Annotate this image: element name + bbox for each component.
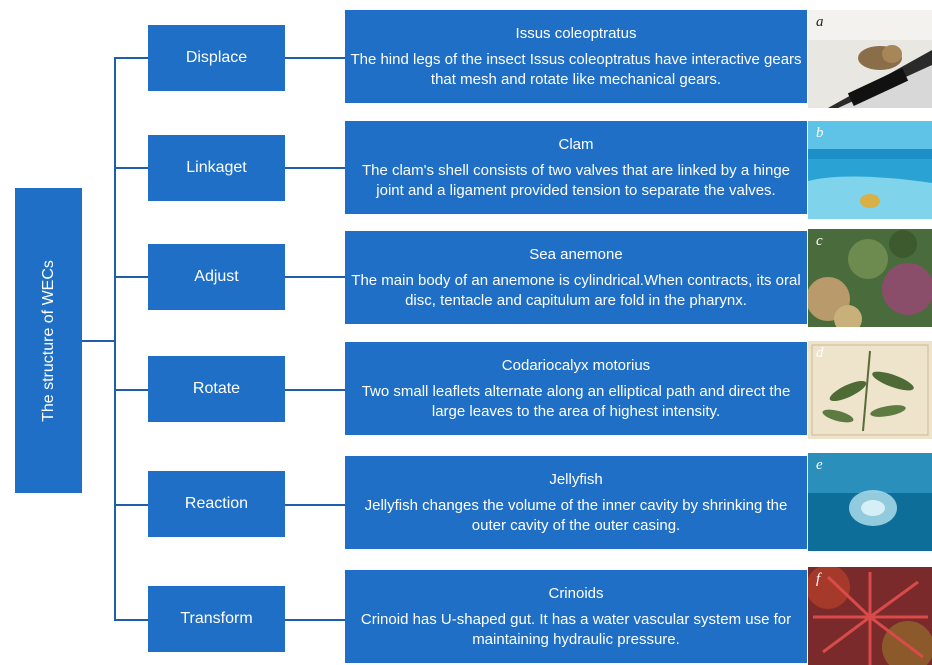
leaf-connector — [285, 167, 345, 169]
description-title: Clam — [558, 135, 594, 153]
description-issus: Issus coleoptratus The hind legs of the … — [345, 10, 807, 103]
insect-gear-photo-icon: a — [808, 10, 932, 108]
category-label: Linkaget — [186, 159, 247, 176]
description-text: Jellyfish changes the volume of the inne… — [364, 496, 788, 534]
root-label: The structure of WECs — [39, 259, 57, 422]
description-crinoids: Crinoids Crinoid has U-shaped gut. It ha… — [345, 570, 807, 663]
branch-line — [114, 276, 148, 278]
clam-photo-icon: b — [808, 121, 932, 219]
crinoid-photo-icon: f — [808, 567, 932, 665]
photo-letter: a — [816, 14, 824, 30]
branch-line — [114, 389, 148, 391]
description-text: Crinoid has U-shaped gut. It has a water… — [360, 610, 792, 648]
description-title: Crinoids — [548, 584, 604, 602]
branch-line — [114, 619, 148, 621]
description-text: Two small leaflets alternate along an el… — [361, 382, 791, 420]
description-text: The hind legs of the insect Issus coleop… — [350, 50, 802, 88]
description-title: Jellyfish — [549, 470, 603, 488]
branch-line — [114, 504, 148, 506]
description-clam: Clam The clam's shell consists of two va… — [345, 121, 807, 214]
category-label: Reaction — [184, 495, 249, 512]
photo-letter: d — [816, 345, 824, 361]
description-title: Codariocalyx motorius — [501, 356, 651, 374]
category-label: Transform — [180, 610, 253, 627]
description-codariocalyx: Codariocalyx motorius Two small leaflets… — [345, 342, 807, 435]
photo-letter: c — [816, 233, 823, 249]
category-linkaget: Linkaget — [148, 135, 285, 201]
photo-letter: f — [816, 571, 821, 587]
category-reaction: Reaction — [148, 471, 285, 537]
plant-photo-icon: d — [808, 341, 932, 439]
photo-letter: b — [816, 125, 824, 141]
photo-letter: e — [816, 457, 823, 473]
trunk-line — [114, 57, 116, 620]
description-title: Sea anemone — [529, 245, 623, 263]
leaf-connector — [285, 389, 345, 391]
branch-line — [114, 57, 148, 59]
category-rotate: Rotate — [148, 356, 285, 422]
leaf-connector — [285, 276, 345, 278]
description-jellyfish: Jellyfish Jellyfish changes the volume o… — [345, 456, 807, 549]
leaf-connector — [285, 504, 345, 506]
sea-anemone-photo-icon: c — [808, 229, 932, 327]
description-sea-anemone: Sea anemone The main body of an anemone … — [345, 231, 807, 324]
root-connector — [82, 340, 115, 342]
category-label: Displace — [185, 49, 248, 66]
leaf-connector — [285, 619, 345, 621]
category-label: Rotate — [192, 380, 241, 397]
branch-line — [114, 167, 148, 169]
jellyfish-photo-icon: e — [808, 453, 932, 551]
description-title: Issus coleoptratus — [515, 24, 637, 42]
category-adjust: Adjust — [148, 244, 285, 310]
root-node: The structure of WECs — [15, 188, 82, 493]
description-text: The clam's shell consists of two valves … — [361, 161, 791, 199]
description-text: The main body of an anemone is cylindric… — [351, 271, 801, 309]
category-displace: Displace — [148, 25, 285, 91]
category-transform: Transform — [148, 586, 285, 652]
leaf-connector — [285, 57, 345, 59]
category-label: Adjust — [194, 268, 239, 285]
